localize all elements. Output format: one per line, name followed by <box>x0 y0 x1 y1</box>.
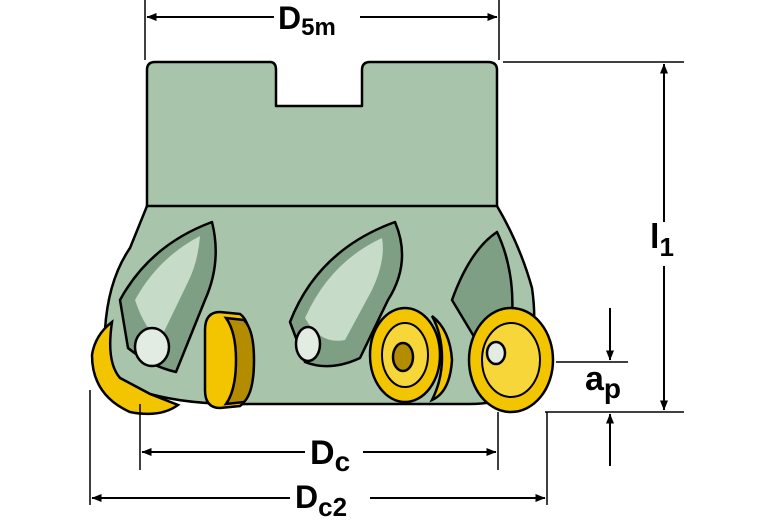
label-dc2: Dc2 <box>295 479 347 522</box>
insert-front <box>368 306 454 404</box>
screw-hole-1 <box>133 326 171 368</box>
insert-left <box>90 319 181 416</box>
label-d5m: D5m <box>278 0 336 41</box>
insert-right <box>467 306 555 414</box>
shank <box>145 60 499 210</box>
inserts <box>90 306 555 416</box>
screw-holes <box>133 325 322 368</box>
pocket-highlights <box>135 236 383 341</box>
label-dc: Dc <box>310 434 350 477</box>
dimension-labels: D5m l1 ap Dc Dc2 <box>274 0 686 523</box>
screw-hole-2 <box>294 325 322 363</box>
insert-edge <box>203 310 256 410</box>
label-l1: l1 <box>650 218 674 262</box>
extension-lines <box>89 0 684 505</box>
label-ap: ap <box>585 360 621 404</box>
